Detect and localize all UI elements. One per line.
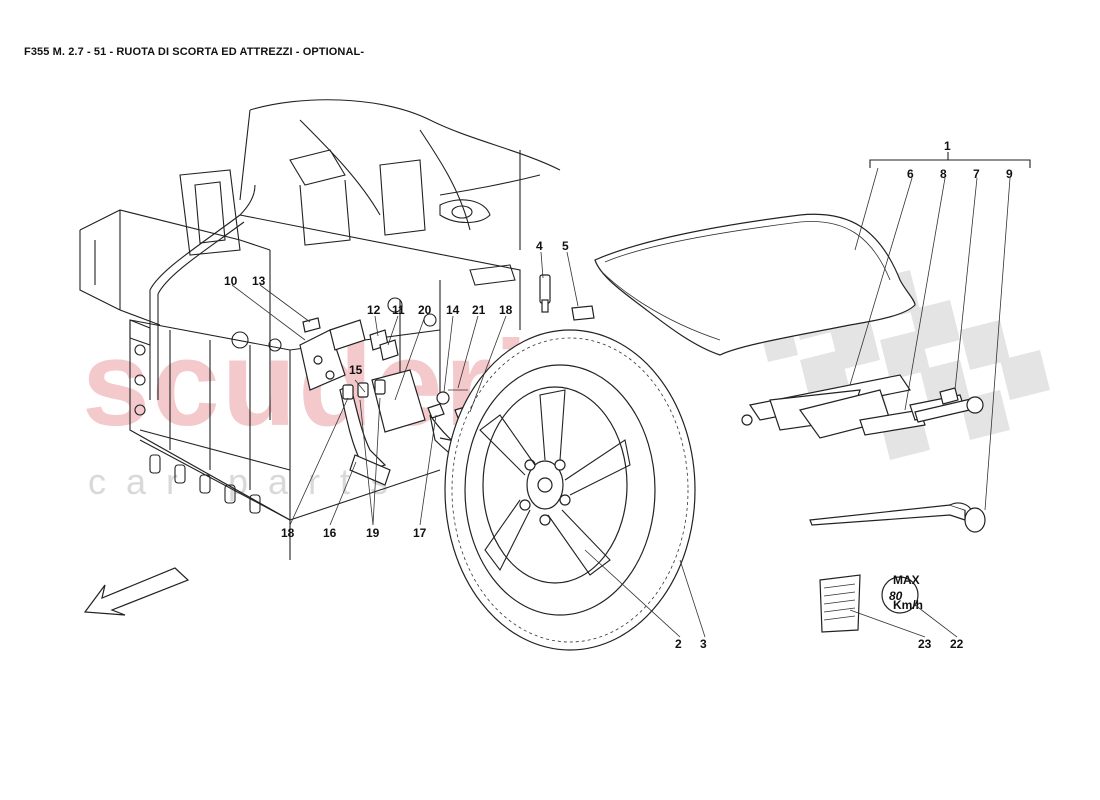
car-jack: [741, 374, 966, 439]
watermark-sub: car parts: [88, 461, 408, 502]
callout-18-top: 18: [499, 303, 513, 317]
callout-7: 7: [973, 167, 980, 181]
callout-9: 9: [1006, 167, 1013, 181]
decal-max: MAX: [893, 573, 920, 587]
wheel-brace: [809, 502, 986, 533]
valve-and-clip: [539, 274, 595, 321]
callout-22: 22: [950, 637, 964, 651]
mounting-bracket: [299, 317, 399, 391]
decal-speed: 80: [889, 589, 903, 603]
callout-13: 13: [252, 274, 266, 288]
jack-handle: [914, 387, 984, 423]
callout-17: 17: [413, 526, 427, 540]
callout-3: 3: [700, 637, 707, 651]
callout-6: 6: [907, 167, 914, 181]
decals: [819, 574, 919, 633]
leader-lines: [231, 167, 1011, 638]
callout-8: 8: [940, 167, 947, 181]
callout-20: 20: [418, 303, 432, 317]
callout-19: 19: [366, 526, 380, 540]
callout-2: 2: [675, 637, 682, 651]
callout-12: 12: [367, 303, 381, 317]
callout-1: 1: [944, 139, 951, 153]
kit-bracket: [869, 159, 1031, 168]
callout-16: 16: [323, 526, 337, 540]
callout-14: 14: [446, 303, 460, 317]
callouts: 1 6 8 7 9 4 5 10 13 12 11 20 14 21 18 15…: [224, 139, 1013, 651]
callout-11: 11: [392, 303, 405, 317]
decal-unit: Km/h: [893, 598, 923, 612]
tool-bag: [594, 213, 916, 356]
spare-wheel: [444, 329, 696, 651]
callout-21: 21: [472, 303, 486, 317]
callout-10: 10: [224, 274, 238, 288]
callout-4: 4: [536, 239, 543, 253]
callout-18-bottom: 18: [281, 526, 295, 540]
callout-23: 23: [918, 637, 932, 651]
callout-5: 5: [562, 239, 569, 253]
chassis-illustration: [79, 99, 561, 560]
direction-arrow-icon: [83, 567, 190, 616]
page-title: F355 M. 2.7 - 51 - RUOTA DI SCORTA ED AT…: [24, 46, 365, 58]
callout-15: 15: [349, 363, 363, 377]
